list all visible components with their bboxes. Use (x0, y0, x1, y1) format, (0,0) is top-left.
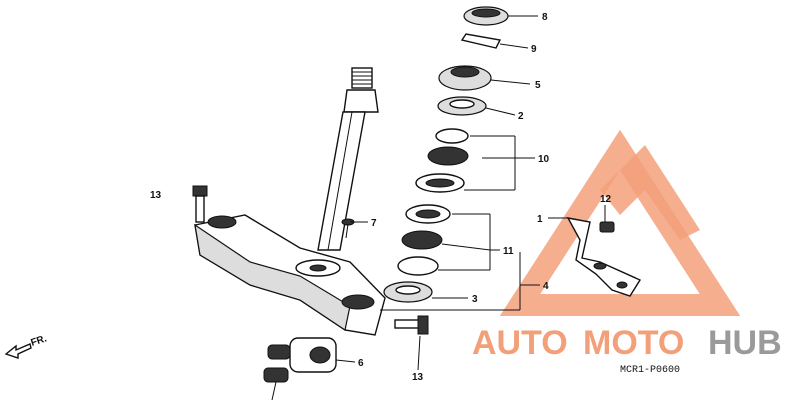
bolt-13-lower (394, 315, 429, 335)
watermark-logo (499, 129, 741, 316)
watermark-hub: HUB (708, 324, 782, 362)
front-direction-indicator: FR. (4, 333, 49, 359)
callout-13-lower: 13 (412, 372, 424, 383)
part-10-upper-bearing (415, 128, 469, 193)
screw-7 (341, 218, 355, 239)
callout-1: 1 (537, 214, 543, 225)
part-12-rubber (599, 221, 615, 233)
front-label: FR. (30, 333, 49, 349)
watermark-moto: MOTO (583, 324, 684, 362)
part-2-dust-seal (437, 96, 487, 116)
bolt-13-upper (192, 185, 208, 223)
part-9-lock-washer (460, 33, 502, 49)
callout-7: 7 (371, 218, 377, 229)
steering-stem (317, 67, 379, 251)
lower-triple-clamp (194, 214, 386, 336)
watermark-auto: AUTO (472, 324, 568, 362)
part-11-lower-bearing (397, 204, 451, 276)
callout-8: 8 (542, 12, 548, 23)
steering-lock-6 (263, 337, 337, 401)
callout-3: 3 (472, 294, 478, 305)
part-8-locknut (463, 6, 509, 26)
callout-9: 9 (531, 44, 537, 55)
callout-6: 6 (358, 358, 364, 369)
callout-5: 5 (535, 80, 541, 91)
watermark-text: AUTO MOTO HUB (472, 324, 782, 362)
callout-4: 4 (543, 281, 549, 292)
part-1-bracket (566, 217, 642, 297)
callout-12: 12 (600, 194, 612, 205)
callout-2: 2 (518, 111, 524, 122)
part-3-dust-seal (383, 281, 433, 303)
diagram-code: MCR1-P0600 (620, 365, 680, 376)
part-5-adjusting-nut (438, 65, 492, 91)
callout-11: 11 (503, 246, 514, 257)
callout-10: 10 (538, 154, 550, 165)
callout-13-upper: 13 (150, 190, 162, 201)
leader-lines (335, 15, 606, 371)
